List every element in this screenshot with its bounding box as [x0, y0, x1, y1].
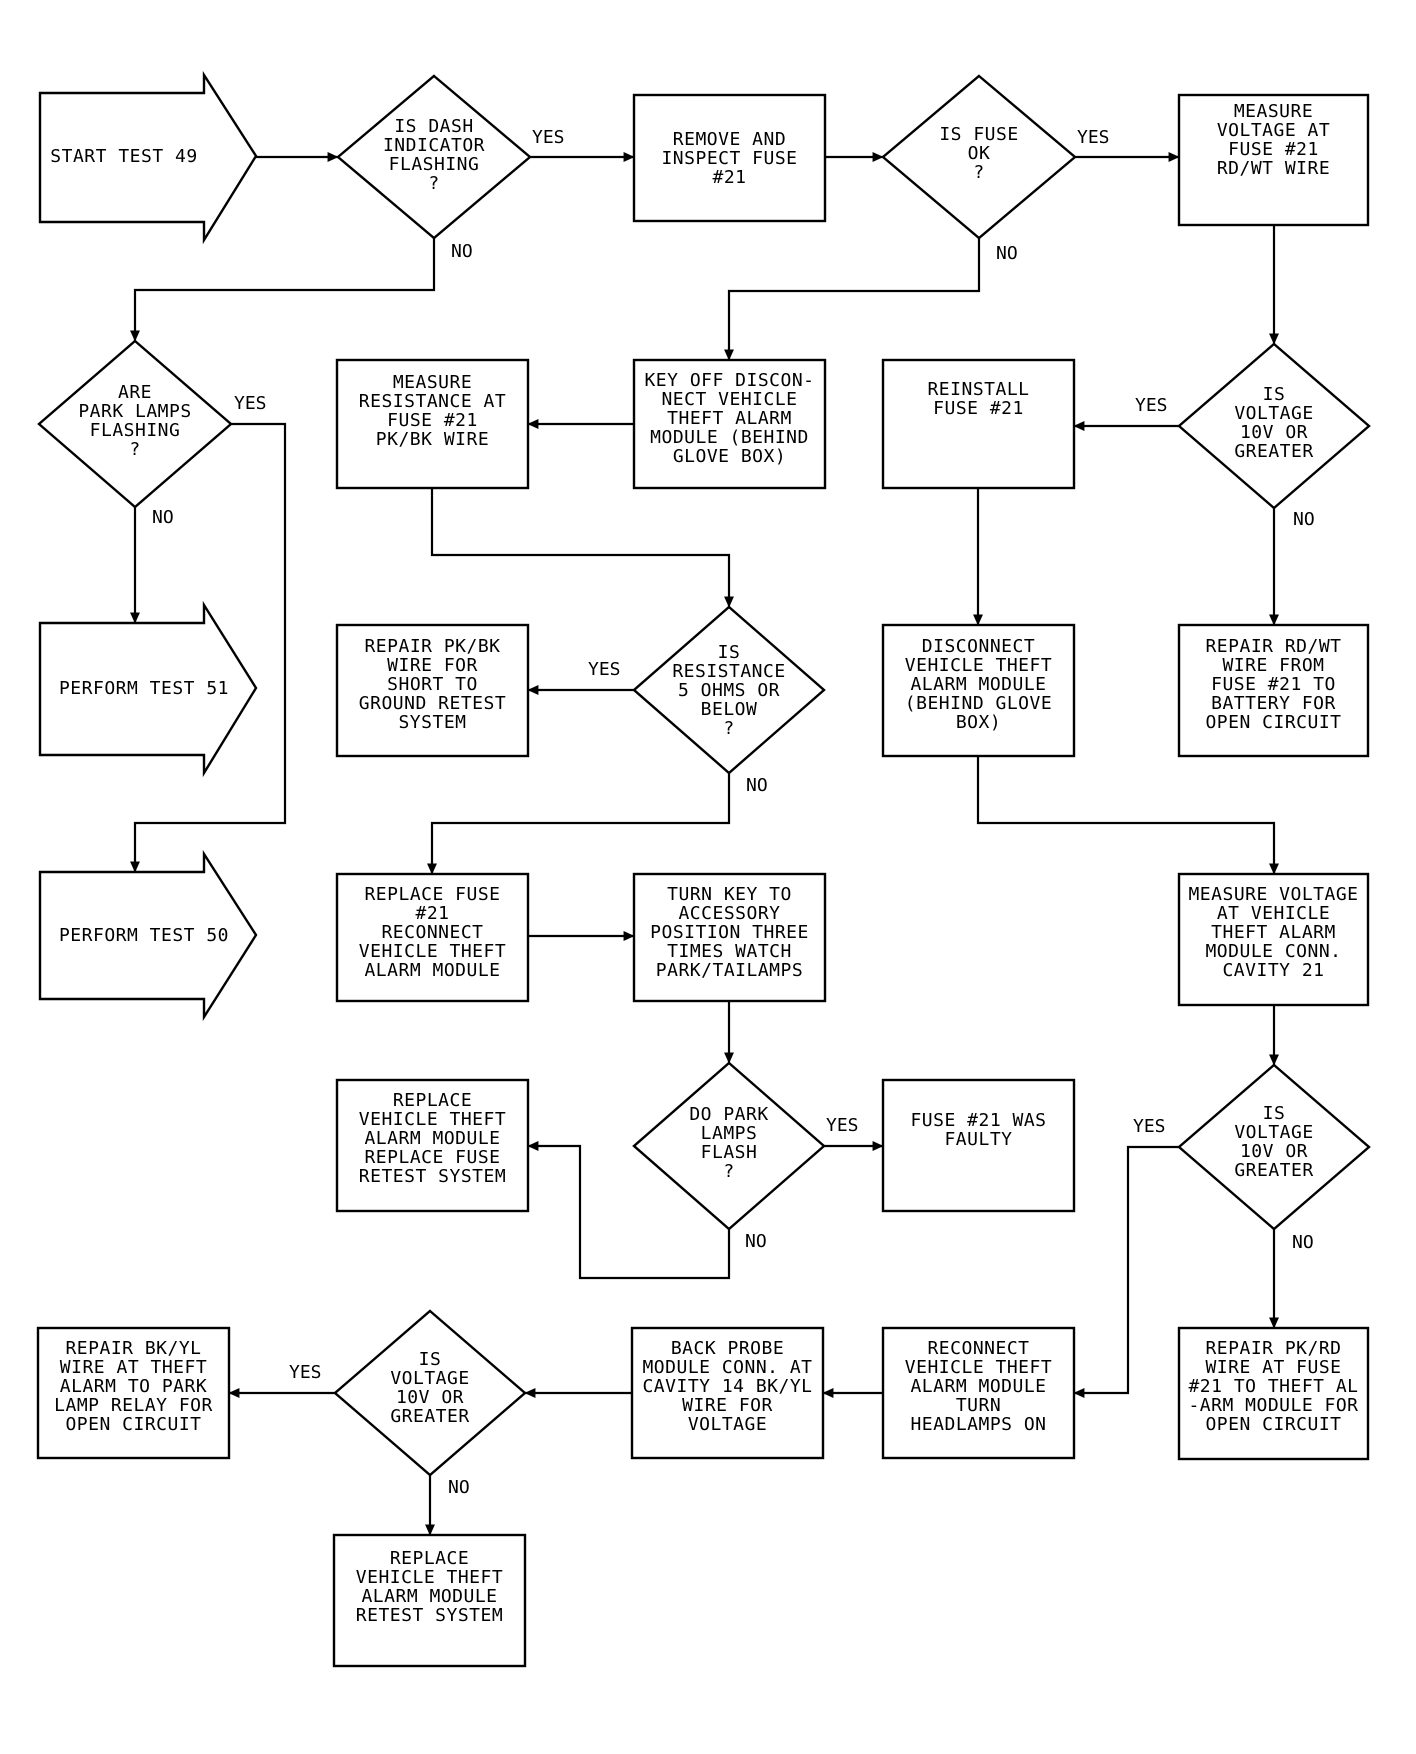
repair-pkbk-box — [335, 623, 530, 758]
start-test-label: START TEST 49 — [50, 145, 198, 167]
park-flash-question: DO PARK LAMPS FLASH ? — [689, 1104, 769, 1182]
repair-rdwt-text: REPAIR RD/WT WIRE FROM FUSE #21 TO BATTE… — [1205, 635, 1342, 733]
perform-51-label: PERFORM TEST 51 — [58, 677, 230, 699]
fuse-ok-question: IS FUSE OK ? — [939, 123, 1019, 183]
connector-parklamps-yes — [130, 422, 287, 873]
voltage-1-no-label: NO — [1293, 509, 1315, 530]
fuse-ok-no-label: NO — [996, 243, 1018, 264]
connector-measure-resistance-to-resistance — [430, 488, 734, 608]
voltage-3-no-label: NO — [448, 1477, 470, 1498]
measure-voltage-fuse-box — [1177, 93, 1370, 227]
measure-voltage-module-box — [1177, 872, 1370, 1007]
back-probe-text: BACK PROBE MODULE CONN. AT CAVITY 14 BK/… — [642, 1337, 813, 1435]
connector-voltage2-yes — [1073, 1145, 1179, 1398]
replace-fuse-text: REPLACE FUSE #21 RECONNECT VEHICLE THEFT… — [358, 883, 507, 981]
remove-fuse-box — [632, 93, 827, 223]
repair-pkrd-text: REPAIR PK/RD WIRE AT FUSE #21 TO THEFT A… — [1188, 1337, 1359, 1435]
key-off-text: KEY OFF DISCON- NECT VEHICLE THEFT ALARM… — [644, 369, 815, 467]
park-lamps-yes-label: YES — [234, 393, 267, 414]
resistance-question: IS RESISTANCE 5 OHMS OR BELOW ? — [672, 641, 786, 739]
voltage-1-question: IS VOLTAGE 10V OR GREATER — [1234, 384, 1314, 462]
turn-key-box — [632, 872, 827, 1003]
replace-module-final-box — [332, 1533, 527, 1668]
replace-fuse-box — [335, 872, 530, 1003]
voltage-3-question: IS VOLTAGE 10V OR GREATER — [390, 1349, 470, 1427]
remove-fuse-text: REMOVE AND INSPECT FUSE #21 — [661, 128, 798, 188]
start-arrow-shape — [38, 70, 258, 245]
reinstall-fuse-text: REINSTALL FUSE #21 — [927, 379, 1030, 419]
repair-bkyl-text: REPAIR BK/YL WIRE AT THEFT ALARM TO PARK… — [54, 1337, 213, 1435]
replace-module-final-text: REPLACE VEHICLE THEFT ALARM MODULE RETES… — [355, 1548, 504, 1626]
fuse-ok-yes-label: YES — [1077, 127, 1110, 148]
connector-resistance-no — [427, 773, 731, 875]
connector-disconnect-to-measure-module — [976, 756, 1279, 875]
replace-module-fuse-text: REPLACE VEHICLE THEFT ALARM MODULE REPLA… — [358, 1089, 507, 1187]
measure-resistance-text: MEASURE RESISTANCE AT FUSE #21 PK/BK WIR… — [358, 372, 507, 450]
voltage-2-question: IS VOLTAGE 10V OR GREATER — [1234, 1103, 1314, 1181]
perform-51-arrow-shape — [38, 600, 258, 778]
key-off-box — [632, 358, 827, 490]
perform-50-label: PERFORM TEST 50 — [58, 924, 230, 946]
disconnect-module-text: DISCONNECT VEHICLE THEFT ALARM MODULE (B… — [904, 635, 1053, 733]
measure-voltage-fuse-text: MEASURE VOLTAGE AT FUSE #21 RD/WT WIRE — [1216, 101, 1331, 179]
voltage-2-yes-label: YES — [1133, 1116, 1166, 1137]
resistance-yes-label: YES — [588, 659, 621, 680]
voltage-3-yes-label: YES — [289, 1362, 322, 1383]
reinstall-fuse-box — [881, 358, 1076, 490]
dash-yes-label: YES — [532, 127, 565, 148]
repair-pkrd-box — [1177, 1326, 1370, 1461]
repair-rdwt-box — [1177, 623, 1370, 758]
perform-50-arrow-shape — [38, 849, 258, 1022]
repair-bkyl-box — [36, 1326, 231, 1460]
dash-no-label: NO — [451, 241, 473, 262]
park-flash-no-label: NO — [745, 1231, 767, 1252]
connector-fuseok-no — [724, 238, 981, 361]
disconnect-module-box — [881, 623, 1076, 758]
resistance-no-label: NO — [746, 775, 768, 796]
reconnect-headlamps-text: RECONNECT VEHICLE THEFT ALARM MODULE TUR… — [904, 1337, 1053, 1435]
reconnect-headlamps-box — [881, 1326, 1076, 1460]
dash-indicator-question: IS DASH INDICATOR FLASHING ? — [382, 116, 486, 194]
measure-voltage-module-text: MEASURE VOLTAGE AT VEHICLE THEFT ALARM M… — [1188, 883, 1359, 981]
park-lamps-question: ARE PARK LAMPS FLASHING ? — [78, 382, 192, 460]
fuse-faulty-box — [881, 1078, 1076, 1213]
voltage-1-yes-label: YES — [1135, 395, 1168, 416]
turn-key-text: TURN KEY TO ACCESSORY POSITION THREE TIM… — [650, 883, 809, 981]
fuse-faulty-text: FUSE #21 WAS FAULTY — [910, 1110, 1047, 1150]
connector-park-flash-no — [527, 1141, 731, 1280]
connector-dash-no — [130, 238, 436, 342]
repair-pkbk-text: REPAIR PK/BK WIRE FOR SHORT TO GROUND RE… — [358, 635, 507, 733]
voltage-2-no-label: NO — [1292, 1232, 1314, 1253]
park-lamps-no-label: NO — [152, 507, 174, 528]
park-flash-yes-label: YES — [826, 1115, 859, 1136]
